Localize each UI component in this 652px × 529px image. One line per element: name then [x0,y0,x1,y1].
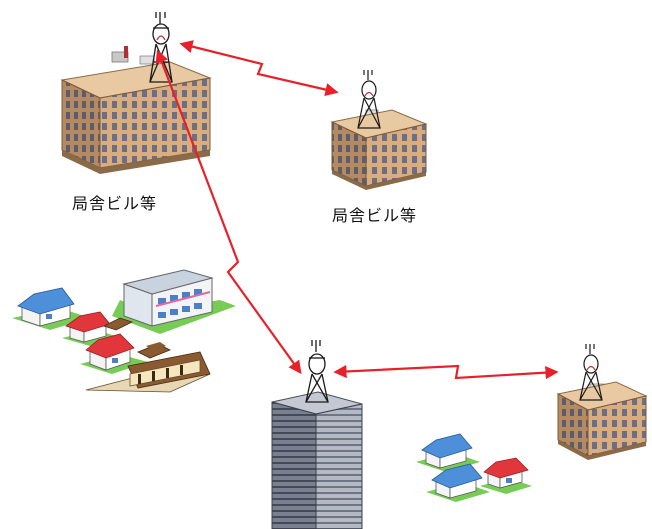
link-diagonal [155,49,302,375]
radio-tower-icon [305,340,329,403]
house-icon [80,333,148,374]
house-icon [416,433,480,472]
house-icon [62,311,122,346]
radio-tower-icon [357,70,381,129]
link-bottom [333,364,559,380]
building-label-left: 局舎ビル等 [72,194,158,213]
house-icon [426,463,490,502]
radio-link [155,40,559,380]
house-icon [12,287,90,330]
school-icon [112,269,236,334]
radio-tower-icon [579,344,603,401]
building-label-right: 局舎ビル等 [332,206,418,225]
skyscraper-icon [271,391,363,529]
office-building-icon [556,381,648,460]
office-building-icon [60,46,212,174]
house-icon [480,457,532,494]
